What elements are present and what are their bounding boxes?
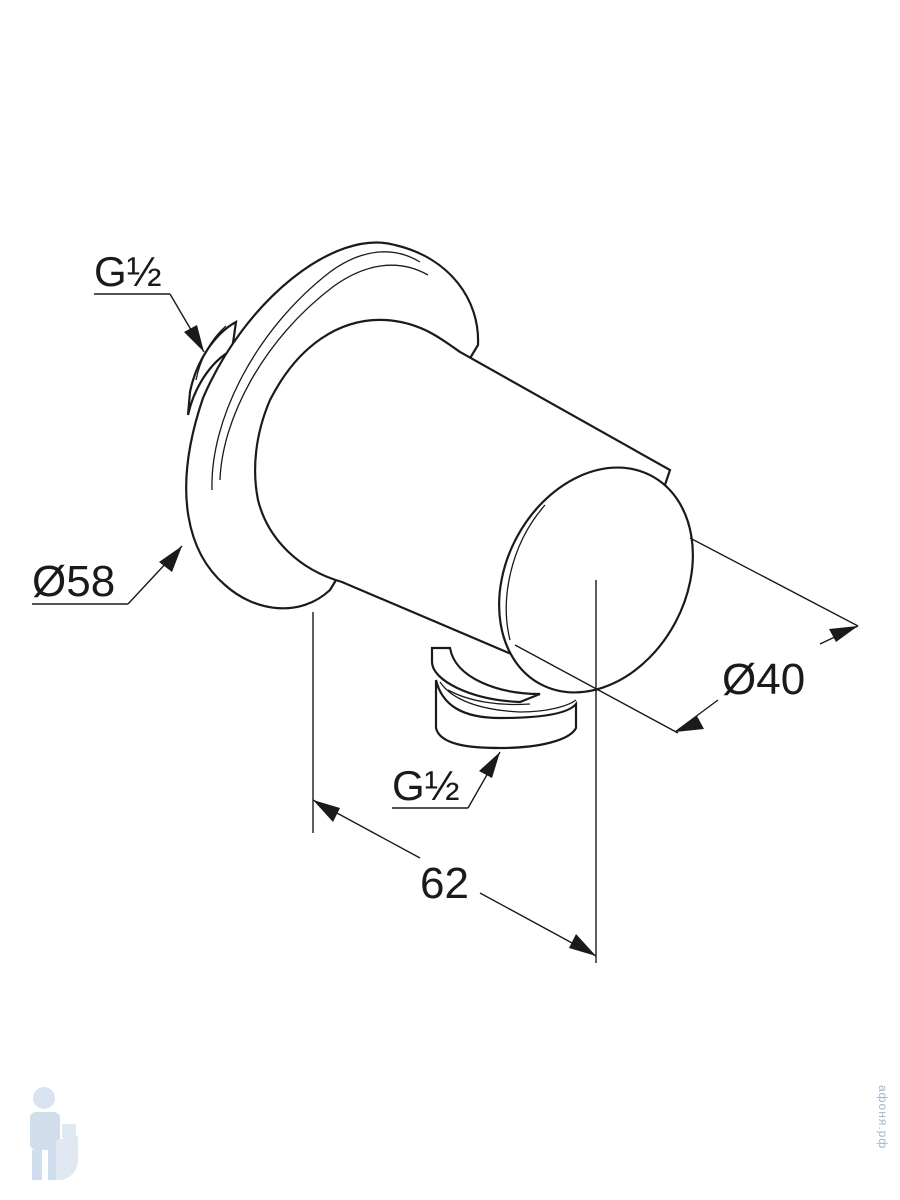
flange-diameter-label: Ø58 <box>32 557 115 606</box>
plumber-mascot-icon <box>30 1087 78 1180</box>
watermark: афоня.рф <box>874 1085 894 1195</box>
flange-diameter-dimension: Ø58 <box>32 545 183 606</box>
extension-lines <box>312 537 859 963</box>
inlet-thread-label: G½ <box>94 248 162 295</box>
watermark-text: афоня.рф <box>876 1085 890 1150</box>
outlet-thread-callout: G½ <box>392 751 501 809</box>
depth-dimension: 62 <box>312 799 597 957</box>
outlet-thread-label: G½ <box>392 762 460 809</box>
inlet-thread-callout: G½ <box>94 248 205 353</box>
body-diameter-label: Ø40 <box>722 655 805 704</box>
inlet-nipple <box>186 319 238 416</box>
depth-label: 62 <box>420 859 469 908</box>
body-diameter-dimension: Ø40 <box>674 625 859 733</box>
outlet-nipple <box>430 646 578 750</box>
cylinder-body <box>254 318 694 694</box>
